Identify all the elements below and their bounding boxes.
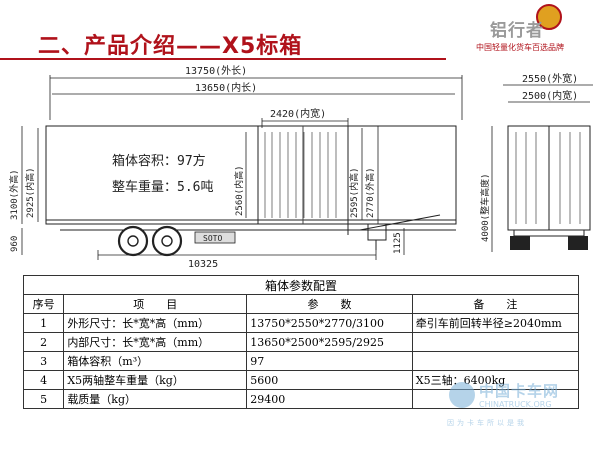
dim-outer-width: 2550(外宽) bbox=[522, 72, 578, 85]
row-note: 牵引车前回转半径≥2040mm bbox=[411, 313, 580, 333]
row-note bbox=[411, 332, 580, 352]
rear-wheel-group bbox=[510, 236, 588, 250]
row-item: 箱体容积（m³） bbox=[63, 351, 248, 371]
table-row: 4 X5两轴整车重量（kg） 5600 X5三轴：6400kg bbox=[22, 370, 580, 390]
row-idx: 4 bbox=[22, 370, 65, 390]
row-item: 内部尺寸：长*宽*高（mm） bbox=[63, 332, 248, 352]
watermark-logo-icon bbox=[449, 382, 475, 408]
table-caption-row: 箱体参数配置 bbox=[23, 275, 579, 295]
row-param: 13750*2550*2770/3100 bbox=[246, 313, 413, 333]
col-header-idx: 序号 bbox=[22, 294, 65, 314]
dim-total-height: 4000(整车高度) bbox=[479, 173, 491, 242]
mascot-icon bbox=[536, 4, 562, 30]
watermark-slogan: 因为卡车所以是我 bbox=[447, 419, 527, 427]
page-title: 二、产品介绍——X5标箱 bbox=[38, 34, 303, 59]
row-param: 13650*2500*2595/2925 bbox=[246, 332, 413, 352]
col-header-item: 项 目 bbox=[63, 294, 248, 314]
wheel-group bbox=[117, 225, 183, 257]
brand-slogan: 中国轻量化货车百选品牌 bbox=[476, 43, 564, 52]
row-param: 29400 bbox=[246, 389, 413, 409]
specs-table: 箱体参数配置 序号 项 目 参 数 备 注 1 外形尺寸：长*宽*高（mm） 1… bbox=[22, 275, 580, 409]
table-caption: 箱体参数配置 bbox=[23, 275, 579, 295]
dim-door-inner-width: 2420(内宽) bbox=[270, 107, 326, 120]
chassis-badge bbox=[194, 231, 236, 244]
brand-name: 铝行者 bbox=[490, 21, 544, 41]
row-note bbox=[411, 351, 580, 371]
dim-door-height: 2560(内高) bbox=[233, 165, 245, 216]
row-idx: 5 bbox=[22, 389, 65, 409]
watermark-title: 中国卡车网 bbox=[479, 382, 560, 400]
dim-chassis-height: 960 bbox=[10, 236, 20, 252]
col-header-param: 参 数 bbox=[246, 294, 413, 314]
table-row: 3 箱体容积（m³） 97 bbox=[22, 351, 580, 371]
weight-annotation: 整车重量：5.6吨 bbox=[112, 179, 213, 195]
row-idx: 3 bbox=[22, 351, 65, 371]
watermark-url: CHINATRUCK.ORG bbox=[479, 400, 552, 409]
dim-inner-width: 2500(内宽) bbox=[522, 89, 578, 102]
dim-outer-length: 13750(外长) bbox=[185, 65, 247, 77]
dim-coupler-height: 1125 bbox=[393, 232, 403, 254]
table-row: 1 外形尺寸：长*宽*高（mm） 13750*2550*2770/3100 牵引… bbox=[22, 313, 580, 333]
brand-logo: 铝行者 中国轻量化货车百选品牌 bbox=[474, 4, 592, 56]
row-param: 97 bbox=[246, 351, 413, 371]
dim-side-outer-height: 2770(外高) bbox=[364, 167, 376, 218]
row-item: 载质量（kg） bbox=[63, 389, 248, 409]
dim-outer-height: 3100(外高) bbox=[8, 169, 20, 220]
trailer-drawing: 13750(外长) 13650(内长) 2420(内宽) 2550(外宽) 25… bbox=[8, 65, 593, 270]
watermark: 中国卡车网 CHINATRUCK.ORG 因为卡车所以是我 bbox=[445, 378, 575, 434]
row-item: X5两轴整车重量（kg） bbox=[63, 370, 248, 390]
col-header-note: 备 注 bbox=[411, 294, 580, 314]
chassis-brand: SOTO bbox=[203, 234, 222, 243]
volume-annotation: 箱体容积：97方 bbox=[112, 153, 206, 169]
row-idx: 1 bbox=[22, 313, 65, 333]
row-idx: 2 bbox=[22, 332, 65, 352]
title-divider bbox=[0, 58, 446, 60]
row-param: 5600 bbox=[246, 370, 413, 390]
table-header-row: 序号 项 目 参 数 备 注 bbox=[22, 294, 580, 314]
dim-axle-length: 10325 bbox=[188, 259, 218, 270]
dim-side-inner-height: 2595(内高) bbox=[348, 167, 360, 218]
dim-inner-length: 13650(内长) bbox=[195, 81, 257, 94]
row-item: 外形尺寸：长*宽*高（mm） bbox=[63, 313, 248, 333]
dim-inner-height: 2925(内高) bbox=[24, 167, 36, 218]
table-row: 2 内部尺寸：长*宽*高（mm） 13650*2500*2595/2925 bbox=[22, 332, 580, 352]
